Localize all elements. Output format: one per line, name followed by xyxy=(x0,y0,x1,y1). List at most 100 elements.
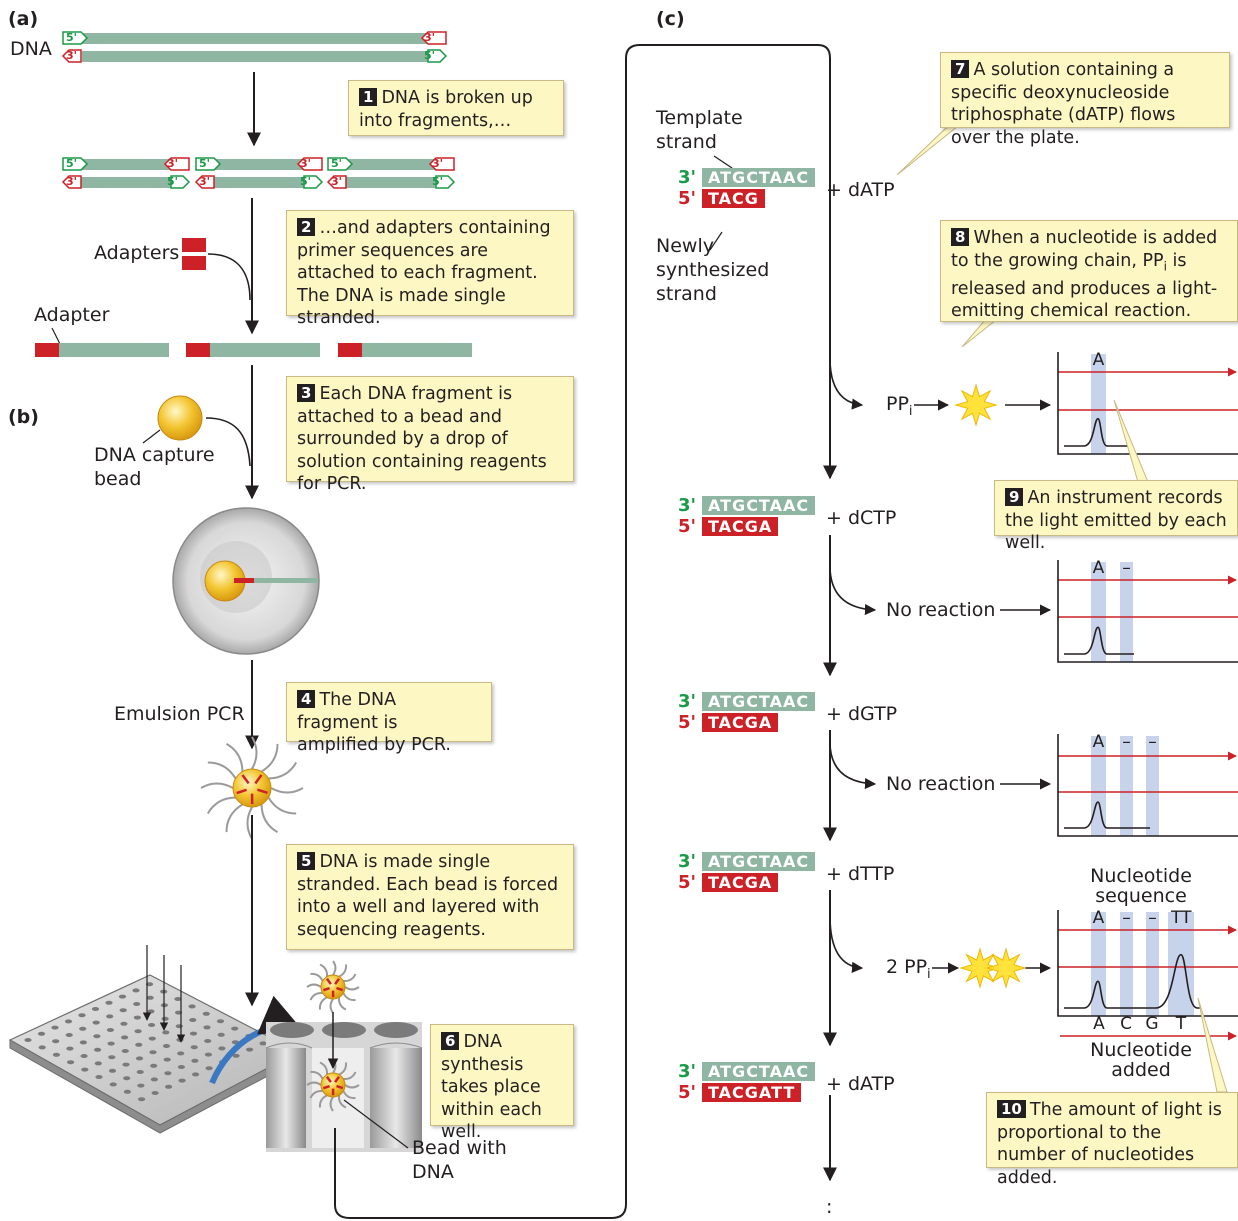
plate-well xyxy=(202,1011,210,1016)
template-strand-seq: ATGCTAAC xyxy=(702,1062,816,1081)
plate-well xyxy=(80,1054,88,1058)
plate-well xyxy=(79,1026,87,1031)
sequencing-beads xyxy=(306,960,360,1112)
plate-well xyxy=(189,1031,198,1036)
strand-end-tag: 5' xyxy=(66,157,78,170)
strand-end-tag: 5' xyxy=(432,175,444,188)
nucleotide-column xyxy=(1120,736,1133,836)
step-8-number: 8 xyxy=(951,228,970,246)
plate-well xyxy=(259,1041,267,1046)
step-1-number: 1 xyxy=(359,88,378,106)
strand-end-tag: 3' xyxy=(66,175,78,188)
graph-tick-label: – xyxy=(1148,732,1157,752)
plate-well xyxy=(189,1018,197,1022)
plate-well xyxy=(217,1032,225,1037)
strand-end-tag: 3' xyxy=(199,175,211,188)
step-2-number: 2 xyxy=(297,218,316,236)
emulsion-droplet-icon xyxy=(172,507,320,655)
light-graph xyxy=(1057,734,1238,837)
reaction-result-subscript: i xyxy=(908,403,913,419)
plate-well xyxy=(177,1065,185,1069)
bead-with-dna-label: Bead with DNA xyxy=(412,1137,507,1183)
plate-well xyxy=(38,1045,46,1050)
light-signal-trace xyxy=(1064,953,1200,1009)
template-3prime-label: 3' xyxy=(678,167,697,188)
light-signal-trace xyxy=(1064,626,1134,655)
plate-well xyxy=(95,1075,103,1079)
capture-bead-label: DNA capture bead xyxy=(94,444,215,490)
plate-well xyxy=(122,1062,130,1067)
strand-end-tag: 3' xyxy=(424,31,436,44)
light-burst-icon xyxy=(959,947,1001,989)
template-strand-label: Template strand xyxy=(656,107,743,153)
plate-well xyxy=(147,1009,155,1014)
reaction-result-label: No reaction xyxy=(886,773,996,795)
plate-well xyxy=(107,1041,115,1046)
new-5prime-label: 5' xyxy=(678,516,697,537)
plate-well xyxy=(165,1084,173,1089)
plate-well xyxy=(175,1024,183,1029)
strand-end-tag: 3' xyxy=(432,157,444,170)
dna-fragments xyxy=(61,157,456,189)
plate-well xyxy=(132,988,140,993)
graph-tick-label: – xyxy=(1122,732,1131,752)
new-5prime-label: 5' xyxy=(678,1082,697,1103)
plate-well xyxy=(163,1057,171,1062)
graph-tick-label: A xyxy=(1092,558,1105,578)
plate-well xyxy=(162,1044,171,1048)
panel-c-label: (c) xyxy=(656,8,685,30)
plate-well xyxy=(177,1051,185,1056)
nucleotide-added-letter: T xyxy=(1175,1014,1187,1034)
strand-end-tag: 3' xyxy=(331,175,343,188)
plate-well xyxy=(135,1042,143,1047)
plate-well xyxy=(118,994,127,999)
plate-well xyxy=(66,1046,74,1051)
plate-well xyxy=(78,1013,86,1018)
step-1-text: DNA is broken up into fragments,… xyxy=(359,88,533,131)
template-strand-seq: ATGCTAAC xyxy=(702,852,816,871)
step-5-number: 5 xyxy=(297,852,316,870)
plate-well xyxy=(246,1047,254,1052)
light-graph xyxy=(1057,560,1238,663)
plate-well xyxy=(148,1036,156,1041)
plate-well xyxy=(134,1029,142,1034)
nucleotide-column xyxy=(1120,912,1133,1016)
step-8-text: When a nucleotide is added to the growin… xyxy=(951,228,1218,271)
strand-end-tag: 5' xyxy=(167,175,179,188)
plate-well xyxy=(150,1077,158,1082)
reagent-label: + dTTP xyxy=(826,863,895,885)
graph-tick-label: – xyxy=(1122,558,1131,578)
plate-well xyxy=(52,1052,61,1057)
new-strand-seq: TACGATT xyxy=(702,1083,802,1102)
reagent-label: + dATP xyxy=(826,179,895,201)
plate-well xyxy=(24,1038,32,1042)
plate-well xyxy=(109,1082,117,1087)
step-7-number: 7 xyxy=(951,60,970,78)
reagent-label: + dCTP xyxy=(826,507,897,529)
plate-well xyxy=(105,1000,113,1005)
plate-well xyxy=(192,1072,200,1077)
plate-well xyxy=(136,1070,144,1074)
template-3prime-label: 3' xyxy=(678,691,697,712)
graph-axes xyxy=(1057,910,1238,1017)
step-8-subscript: i xyxy=(1163,259,1167,273)
plate-well xyxy=(106,1014,114,1019)
bracket-line xyxy=(334,44,831,1219)
plate-well xyxy=(135,1056,144,1061)
plate-well xyxy=(51,1025,59,1030)
plate-well xyxy=(176,1037,184,1042)
plate-well xyxy=(205,1066,213,1071)
light-signal-trace xyxy=(1064,801,1150,829)
full-dna-duplex xyxy=(61,31,448,63)
step-8-text-2: is released and produces a light-emittin… xyxy=(951,250,1218,322)
plate-well xyxy=(164,1071,172,1076)
plate-well xyxy=(120,1021,128,1026)
nucleotide-column xyxy=(1146,736,1159,836)
new-5prime-label: 5' xyxy=(678,712,697,733)
plate-well xyxy=(64,1019,73,1024)
plate-well xyxy=(121,1035,129,1040)
